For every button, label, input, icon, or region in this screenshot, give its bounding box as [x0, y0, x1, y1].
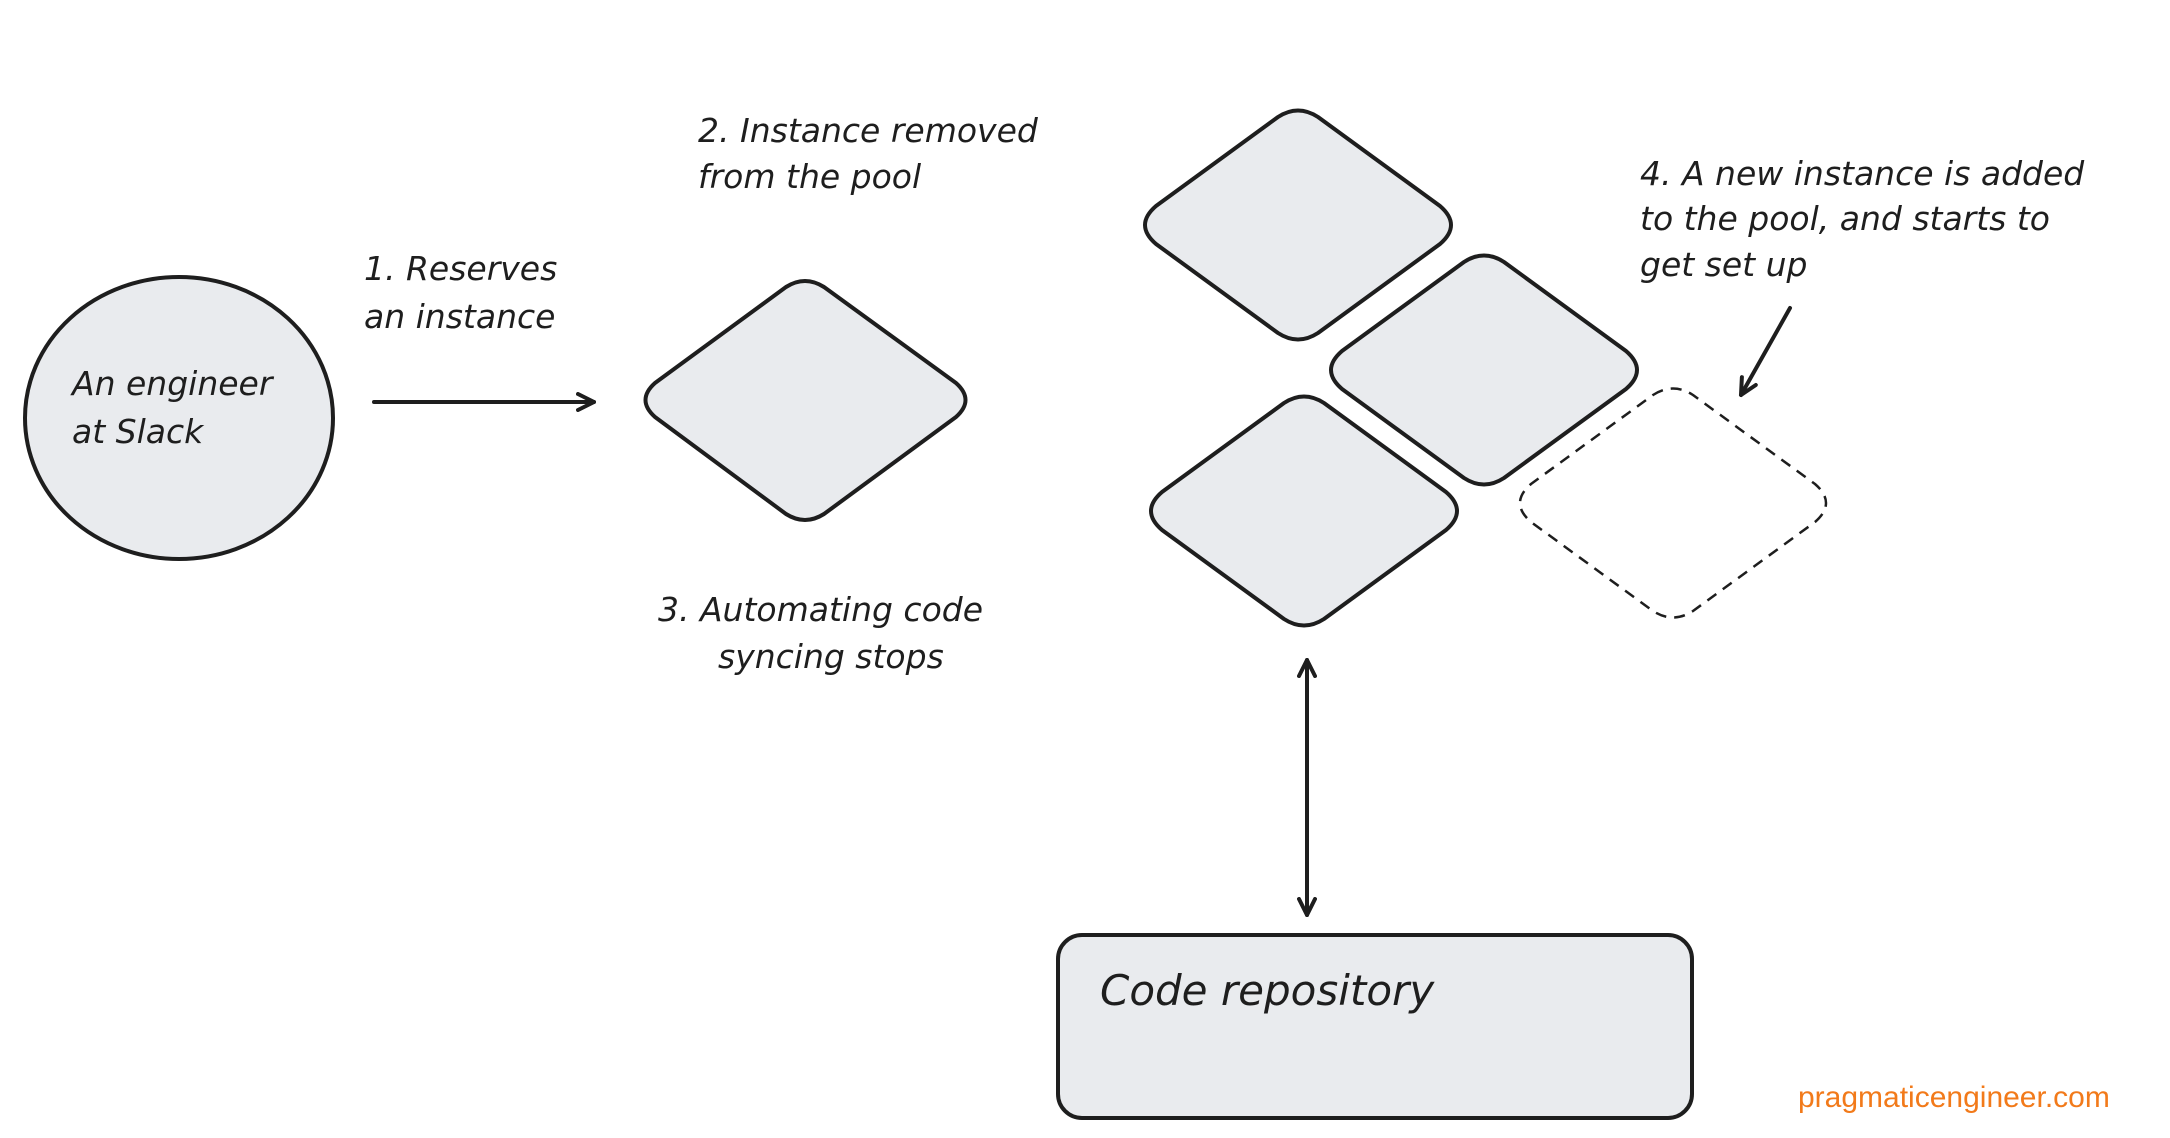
engineer-node: An engineer at Slack	[23, 275, 335, 561]
new-instance-pointer-arrow	[1739, 306, 1792, 397]
step1-line2: an instance	[364, 297, 555, 336]
step4-line2: to the pool, and starts to	[1640, 199, 2050, 238]
step1-line1: 1. Reserves	[364, 249, 557, 288]
step3-annotation: 3. Automating code syncing stops	[658, 590, 983, 676]
step2-annotation: 2. Instance removed from the pool	[698, 111, 1039, 196]
repository-label: Code repository	[1100, 966, 1435, 1015]
pool-instance-diamond-middle	[1329, 253, 1639, 487]
step4-line1: 4. A new instance is added	[1640, 154, 2085, 193]
step4-annotation: 4. A new instance is added to the pool, …	[1640, 154, 2085, 284]
engineer-label-line1: An engineer	[70, 364, 275, 403]
step3-line2: syncing stops	[718, 637, 944, 676]
step4-line3: get set up	[1640, 245, 1807, 284]
step2-line2: from the pool	[698, 157, 921, 196]
engineer-label-line2: at Slack	[72, 412, 205, 451]
instance-pool	[1143, 108, 1828, 628]
step1-annotation: 1. Reserves an instance	[364, 249, 557, 336]
new-instance-diamond-dashed	[1518, 387, 1828, 619]
engineer-circle	[23, 275, 335, 561]
reserved-instance-diamond	[643, 279, 968, 522]
step2-line1: 2. Instance removed	[698, 111, 1039, 150]
repository-node: Code repository	[1056, 933, 1694, 1120]
pool-instance-diamond-bottom	[1149, 394, 1459, 628]
step3-line1: 3. Automating code	[658, 590, 983, 629]
repository-box	[1056, 933, 1694, 1120]
brand-watermark: pragmaticengineer.com	[1798, 1081, 2110, 1114]
pool-instance-diamond-top	[1143, 108, 1453, 342]
